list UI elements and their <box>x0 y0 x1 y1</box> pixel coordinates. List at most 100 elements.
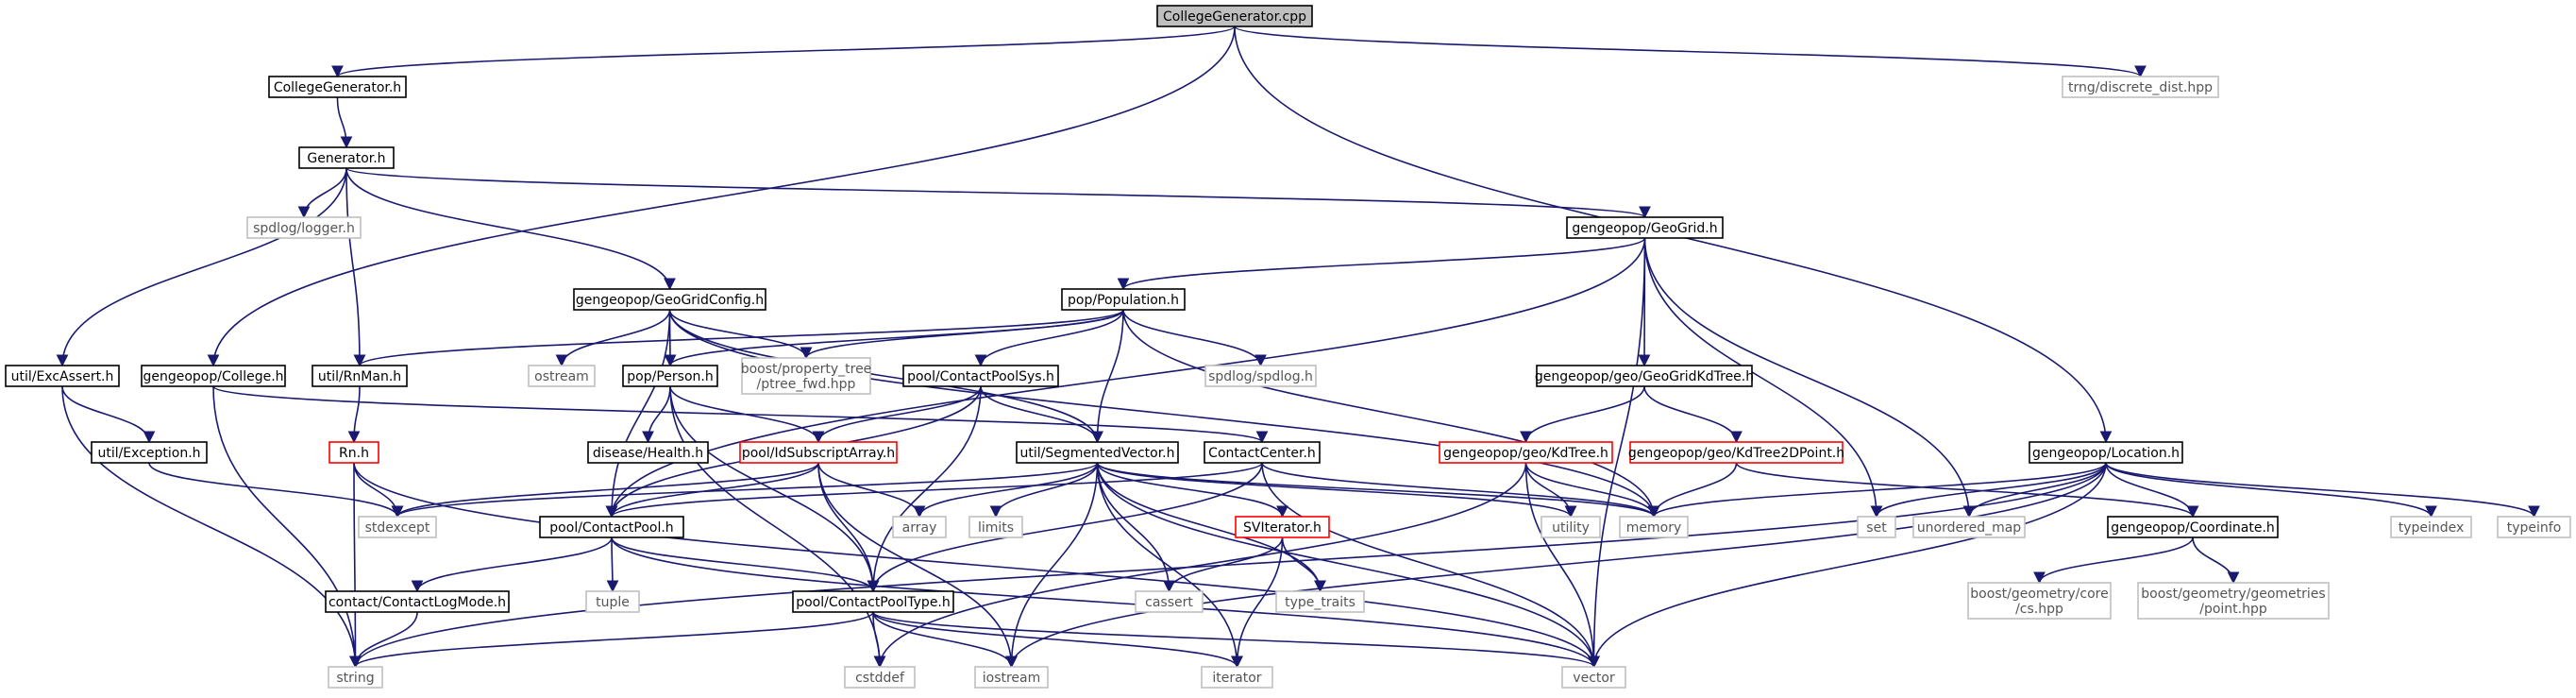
node-tuple[interactable]: tuple <box>585 590 640 613</box>
node-box-iostream[interactable] <box>974 666 1049 689</box>
node-typeinfo[interactable]: typeinfo <box>2497 516 2571 538</box>
node-box-typeindex[interactable] <box>2390 516 2472 538</box>
node-limits[interactable]: limits <box>968 516 1023 538</box>
node-box-rnman[interactable] <box>311 365 408 387</box>
node-health[interactable]: disease/Health.h <box>587 441 709 464</box>
node-box-population[interactable] <box>1061 288 1186 311</box>
node-cpsys[interactable]: pool/ContactPoolSys.h <box>902 365 1059 387</box>
node-stdexcept[interactable]: stdexcept <box>358 516 437 538</box>
node-box-limits[interactable] <box>968 516 1023 538</box>
node-box-cpsys[interactable] <box>902 365 1059 387</box>
node-person[interactable]: pop/Person.h <box>622 365 718 387</box>
node-string[interactable]: string <box>328 666 383 689</box>
node-box-excassert[interactable] <box>5 365 120 387</box>
node-location[interactable]: gengeopop/Location.h <box>2029 441 2183 464</box>
node-box-ostream[interactable] <box>528 365 596 387</box>
node-box-contactpool[interactable] <box>539 516 684 538</box>
node-box-geogridconfig[interactable] <box>573 288 766 311</box>
node-box-kd2d[interactable] <box>1629 441 1844 464</box>
node-box-ptree[interactable] <box>741 357 871 395</box>
node-iostream[interactable]: iostream <box>974 666 1049 689</box>
node-box-kdtree-grid[interactable] <box>1536 365 1753 387</box>
node-box-typeinfo[interactable] <box>2497 516 2571 538</box>
node-box-spdlog-logger[interactable] <box>246 216 362 239</box>
node-logmode[interactable]: contact/ContactLogMode.h <box>325 590 510 613</box>
node-box-set[interactable] <box>1857 516 1896 538</box>
node-box-kdtree[interactable] <box>1439 441 1613 464</box>
node-box-geogrid[interactable] <box>1566 216 1724 239</box>
node-iterator[interactable]: iterator <box>1201 666 1273 689</box>
node-box-cassert[interactable] <box>1135 590 1204 613</box>
node-box-segvec[interactable] <box>1016 441 1179 464</box>
node-excassert[interactable]: util/ExcAssert.h <box>5 365 120 387</box>
node-box-array[interactable] <box>892 516 947 538</box>
node-box-bg-cs[interactable] <box>1967 582 2112 620</box>
node-box-string[interactable] <box>328 666 383 689</box>
node-box-trng[interactable] <box>2062 76 2219 98</box>
node-box-stdexcept[interactable] <box>358 516 437 538</box>
node-kdtree[interactable]: gengeopop/geo/KdTree.h <box>1439 441 1613 464</box>
node-box-vector[interactable] <box>1561 666 1626 689</box>
node-ptree[interactable]: boost/property_tree/ptree_fwd.hpp <box>741 357 872 395</box>
node-utility[interactable]: utility <box>1541 516 1601 538</box>
node-box-bg-point[interactable] <box>2137 582 2330 620</box>
node-spdlog-logger[interactable]: spdlog/logger.h <box>246 216 362 239</box>
node-idsub[interactable]: pool/IdSubscriptArray.h <box>739 441 898 464</box>
node-box-umap[interactable] <box>1912 516 2026 538</box>
node-box-iterator[interactable] <box>1201 666 1273 689</box>
node-spdlog[interactable]: spdlog/spdlog.h <box>1204 365 1317 387</box>
node-box-exception[interactable] <box>91 441 208 464</box>
node-bg-point[interactable]: boost/geometry/geometries/point.hpp <box>2137 582 2330 620</box>
node-contactcenter[interactable]: ContactCenter.h <box>1204 441 1321 464</box>
node-set[interactable]: set <box>1857 516 1896 538</box>
node-box-root[interactable] <box>1156 5 1313 27</box>
node-coordinate[interactable]: gengeopop/Coordinate.h <box>2107 516 2279 538</box>
node-box-memory[interactable] <box>1619 516 1689 538</box>
node-box-logmode[interactable] <box>325 590 510 613</box>
node-box-sviterator[interactable] <box>1235 516 1330 538</box>
node-bg-cs[interactable]: boost/geometry/core/cs.hpp <box>1967 582 2112 620</box>
node-vector[interactable]: vector <box>1561 666 1626 689</box>
node-trng[interactable]: trng/discrete_dist.hpp <box>2062 76 2219 98</box>
node-box-contactcenter[interactable] <box>1204 441 1321 464</box>
node-box-health[interactable] <box>587 441 709 464</box>
node-rnman[interactable]: util/RnMan.h <box>311 365 408 387</box>
node-array[interactable]: array <box>892 516 947 538</box>
node-gen-h[interactable]: Generator.h <box>298 146 395 169</box>
node-umap[interactable]: unordered_map <box>1912 516 2026 538</box>
node-population[interactable]: pop/Population.h <box>1061 288 1186 311</box>
node-cassert[interactable]: cassert <box>1135 590 1204 613</box>
node-root[interactable]: CollegeGenerator.cpp <box>1156 5 1313 27</box>
node-box-type-traits[interactable] <box>1275 590 1365 613</box>
node-box-college[interactable] <box>141 365 286 387</box>
node-cstddef[interactable]: cstddef <box>844 666 916 689</box>
node-box-location[interactable] <box>2029 441 2183 464</box>
node-box-coordinate[interactable] <box>2107 516 2279 538</box>
node-contactpool[interactable]: pool/ContactPool.h <box>539 516 684 538</box>
node-box-spdlog[interactable] <box>1204 365 1317 387</box>
node-rn[interactable]: Rn.h <box>328 441 379 464</box>
node-cptype[interactable]: pool/ContactPoolType.h <box>792 590 954 613</box>
node-exception[interactable]: util/Exception.h <box>91 441 208 464</box>
node-sviterator[interactable]: SVIterator.h <box>1235 516 1330 538</box>
node-typeindex[interactable]: typeindex <box>2390 516 2472 538</box>
node-geogridconfig[interactable]: gengeopop/GeoGridConfig.h <box>573 288 766 311</box>
node-geogrid[interactable]: gengeopop/GeoGrid.h <box>1566 216 1724 239</box>
node-cg-h[interactable]: CollegeGenerator.h <box>268 76 407 98</box>
node-box-gen-h[interactable] <box>298 146 395 169</box>
node-box-idsub[interactable] <box>739 441 898 464</box>
node-box-tuple[interactable] <box>585 590 640 613</box>
node-box-utility[interactable] <box>1541 516 1601 538</box>
node-box-rn[interactable] <box>328 441 379 464</box>
node-memory[interactable]: memory <box>1619 516 1689 538</box>
node-box-cg-h[interactable] <box>268 76 407 98</box>
node-type-traits[interactable]: type_traits <box>1275 590 1365 613</box>
node-kdtree-grid[interactable]: gengeopop/geo/GeoGridKdTree.h <box>1535 365 1754 387</box>
node-college[interactable]: gengeopop/College.h <box>141 365 286 387</box>
node-box-cstddef[interactable] <box>844 666 916 689</box>
node-segvec[interactable]: util/SegmentedVector.h <box>1016 441 1179 464</box>
node-ostream[interactable]: ostream <box>528 365 596 387</box>
node-kd2d[interactable]: gengeopop/geo/KdTree2DPoint.h <box>1628 441 1844 464</box>
node-box-person[interactable] <box>622 365 718 387</box>
node-box-cptype[interactable] <box>792 590 954 613</box>
